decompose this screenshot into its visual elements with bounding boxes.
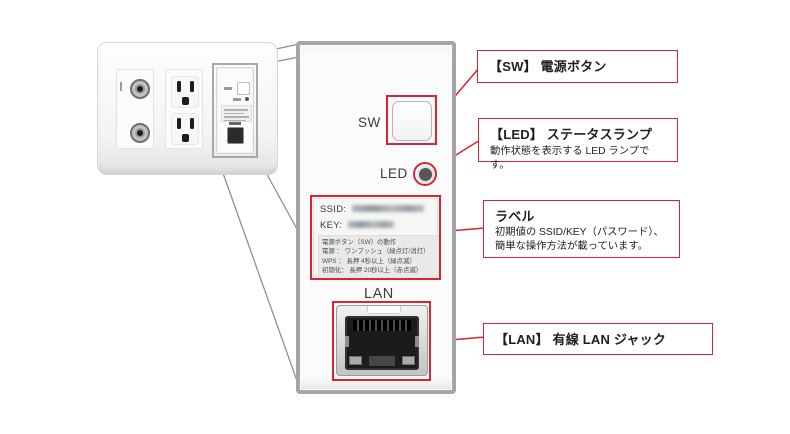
annotation-box-sw: 【SW】 電源ボタン [477, 50, 678, 83]
key-value-redacted [348, 221, 394, 228]
outlet-slot [190, 118, 194, 129]
key-label: KEY: [320, 220, 343, 231]
sw-power-button [392, 101, 432, 141]
mini-sw-label [224, 87, 232, 90]
coax-pin [137, 130, 143, 136]
outlet-slot [177, 81, 181, 92]
mini-lan-jack [227, 127, 244, 144]
outlet-slot [177, 118, 181, 129]
mini-sw-button [237, 82, 250, 95]
label-info-line: 電源ボタン（SW）の動作 [322, 239, 397, 246]
label-info-line: WPS ： 長押 4秒以上（緑点滅） [322, 257, 416, 265]
coax-connector-bottom [130, 123, 150, 143]
mini-led-label [233, 98, 241, 101]
lan-jack-pins [353, 320, 411, 331]
coax-label-text [120, 82, 122, 91]
coax-connector-top [130, 79, 150, 99]
lan-jack-clip [345, 336, 349, 347]
annotation-desc: 動作状態を表示する LED ランプです。 [490, 146, 650, 172]
lan-jack-cavity [345, 316, 419, 370]
outlet-ground [182, 97, 189, 105]
lan-jack-contact [402, 356, 415, 365]
annotation-box-led: 【LED】 ステータスランプ 動作状態を表示する LED ランプです。 [478, 118, 678, 171]
lan-jack [336, 305, 428, 376]
annotation-box-label: ラベル 初期値の SSID/KEY（パスワード）、 簡単な操作方法が載っています… [483, 200, 680, 258]
outlet-slot [190, 81, 194, 92]
annotation-desc: 簡単な操作方法が載っています。 [495, 241, 648, 253]
outlet-ground [182, 134, 189, 142]
label-info-line: 初期化： 長押 20秒以上（赤点滅） [322, 266, 423, 274]
zoom-line-bottom-left [218, 161, 302, 393]
lan-label: LAN [364, 286, 394, 302]
lan-jack-tab [369, 356, 395, 366]
annotation-title: 【LAN】 有線 LAN ジャック [495, 332, 667, 347]
zoom-source-highlight-box [212, 63, 258, 158]
annotation-desc: 初期値の SSID/KEY（パスワード）、 [495, 227, 664, 238]
ssid-value-redacted [352, 205, 424, 212]
annotation-box-lan: 【LAN】 有線 LAN ジャック [483, 323, 713, 355]
ssid-label: SSID: [320, 204, 347, 215]
lan-jack-clip [415, 336, 419, 347]
lan-jack-notch [367, 306, 401, 314]
annotation-title: 【LED】 ステータスランプ [490, 127, 653, 142]
label-info-line: 電源 ： ワンプッシュ（緑点灯/消灯） [322, 248, 430, 256]
led-label: LED [380, 166, 408, 181]
led-highlight-circle [413, 162, 437, 186]
mini-wifi-device [216, 67, 254, 154]
sw-highlight-box [386, 95, 437, 145]
outlet-panel [165, 69, 203, 149]
annotation-title: 【SW】 電源ボタン [489, 59, 607, 74]
mini-led-indicator [245, 97, 249, 101]
coax-pin [137, 86, 143, 92]
power-outlet-top [171, 76, 199, 108]
sw-label: SW [358, 115, 381, 130]
device-panel: SW LED SSID: KEY: 電源ボタン（SW）の動作 電源 ： ワンプッ… [296, 41, 456, 394]
lan-jack-contact [349, 356, 362, 365]
label-highlight-box [310, 195, 441, 280]
mini-lan-label [229, 122, 241, 125]
mini-label-sticker [221, 105, 252, 122]
power-outlet-bottom [171, 113, 199, 145]
annotation-title: ラベル [495, 209, 535, 224]
lan-highlight-box [332, 301, 431, 381]
coax-panel [116, 69, 154, 149]
